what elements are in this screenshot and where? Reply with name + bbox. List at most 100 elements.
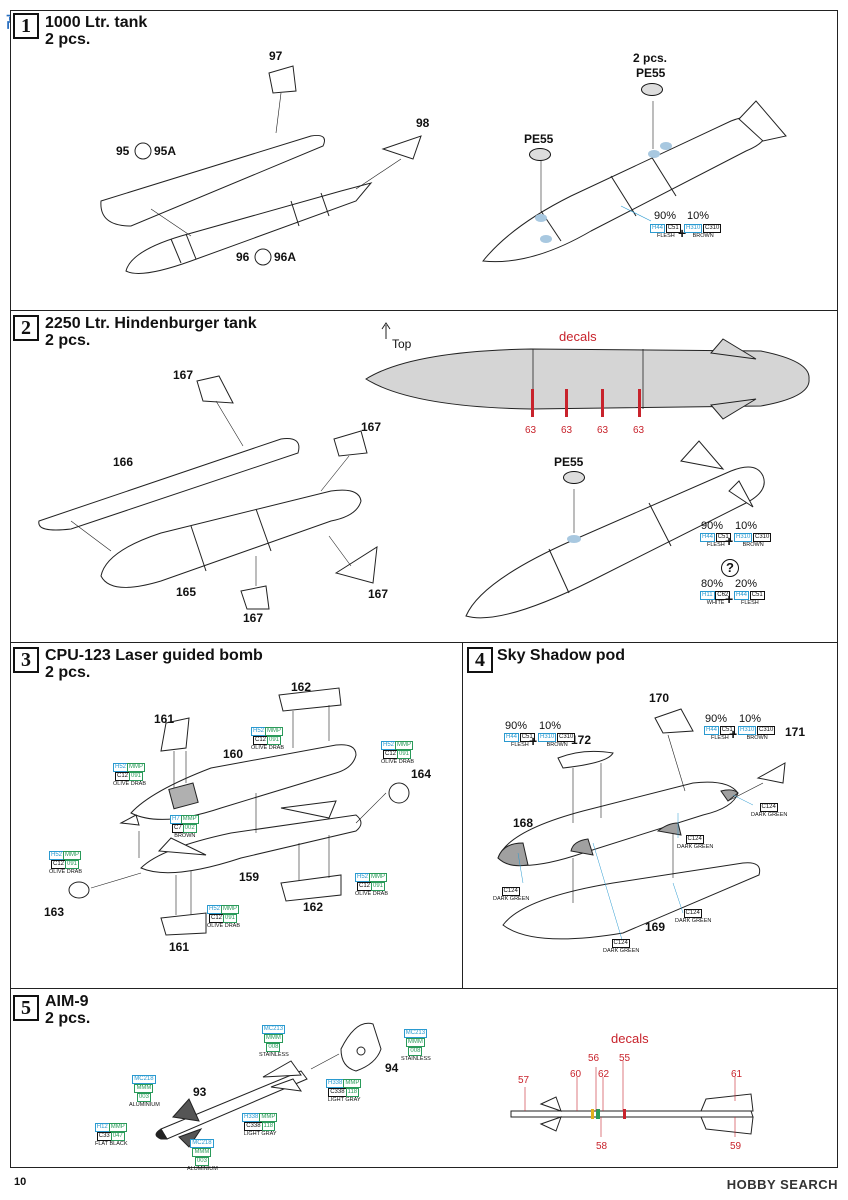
chip-c: C12 — [356, 882, 372, 891]
mix-left-pct-1: 90% — [505, 720, 528, 732]
step-3-number: 3 — [13, 647, 39, 673]
chip-h: H44 — [700, 533, 716, 542]
chip-m2: MMM — [405, 1038, 425, 1047]
step-1-panel: 1 1000 Ltr. tank 2 pcs. — [10, 10, 838, 312]
decal-63-b: 63 — [561, 425, 573, 436]
plus-sign: + — [729, 726, 738, 742]
step-4-panel: 4 Sky Shadow pod — [462, 642, 838, 990]
part-95: 95 — [116, 144, 130, 158]
chip-name: LIGHT GRAY — [327, 1097, 361, 1103]
chip-h: H338 — [242, 1113, 261, 1122]
chip-name: BROWN — [746, 735, 768, 741]
chip-h: H310 — [738, 726, 757, 735]
chip-name: BROWN — [692, 233, 714, 239]
chip-name: DARK GREEN — [675, 918, 712, 924]
chip-c: C12 — [382, 750, 398, 759]
chip-name: STAINLESS — [259, 1052, 289, 1058]
plus-sign: + — [529, 733, 538, 749]
mix-1-pct-b: 10% — [687, 210, 710, 222]
step-3-panel: 3 CPU-123 Laser guided bomb 2 pcs. — [10, 642, 464, 990]
chip-c: C12 — [252, 736, 268, 745]
pe-icon — [563, 471, 585, 484]
chip-m2: 091 — [223, 914, 238, 923]
part-169: 169 — [645, 920, 666, 934]
chip-h: H52 — [355, 873, 371, 882]
chip-c: C124 — [611, 939, 630, 948]
part-170: 170 — [649, 691, 670, 705]
chip-name: BROWN — [546, 742, 568, 748]
color-chip-flesh: H44 C51 FLESH — [650, 224, 681, 240]
chip-m: MC218 — [190, 1139, 214, 1148]
chip-h: H52 — [49, 851, 65, 860]
chip-c: C12 — [50, 860, 66, 869]
chip-m3: 003 — [194, 1157, 209, 1166]
pe-left-code: PE55 — [524, 132, 554, 146]
part-93: 93 — [193, 1085, 207, 1099]
color-chip-brown-r: H310 C310 BROWN — [738, 726, 776, 742]
color-chip-brown: H310 C310 BROWN — [734, 533, 772, 549]
chip-name: FLESH — [656, 233, 675, 239]
step-4-title-text: Sky Shadow pod — [497, 647, 626, 664]
part-161-b: 161 — [169, 940, 190, 954]
pe-left-icon — [529, 148, 551, 161]
chip-name: OLIVE DRAB — [49, 869, 83, 875]
chip-m2: 091 — [371, 882, 386, 891]
chip-m: MMP — [265, 727, 284, 736]
chip-h: H310 — [538, 733, 557, 742]
part-165: 165 — [176, 585, 197, 599]
decal-61: 61 — [731, 1069, 743, 1080]
color-chip-stainless-2: MC213 MMM 008 STAINLESS — [401, 1029, 431, 1063]
chip-m2: 091 — [65, 860, 80, 869]
chip-name: ALUMINIUM — [129, 1102, 160, 1108]
chip-c: C338 — [244, 1122, 263, 1131]
mix-left-pct-2: 10% — [539, 720, 562, 732]
decal-55: 55 — [619, 1053, 631, 1064]
color-chip-brown-l: H310 C310 BROWN — [538, 733, 576, 749]
chip-c: C310 — [757, 726, 776, 735]
mix-b-pct-1: 80% — [701, 578, 724, 590]
chip-m2: MMM — [263, 1034, 283, 1043]
chip-name: FLESH — [710, 735, 729, 741]
chip-name: OLIVE DRAB — [251, 745, 285, 751]
part-167-d: 167 — [368, 587, 389, 601]
color-chip-flesh-l: H44 C51 FLESH — [504, 733, 535, 749]
decal-63-a: 63 — [525, 425, 537, 436]
chip-m3: 003 — [136, 1093, 151, 1102]
chip-c: C51 — [749, 591, 765, 600]
pe-top-icon — [641, 83, 663, 96]
chip-c: C124 — [685, 835, 704, 844]
step-4-number: 4 — [467, 647, 493, 673]
watermark: HOBBY SEARCH — [726, 1177, 838, 1192]
part-168: 168 — [513, 816, 534, 830]
chip-name: LIGHT GRAY — [243, 1131, 277, 1137]
chip-h: H52 — [251, 727, 267, 736]
mix-1-pct-a: 90% — [654, 210, 677, 222]
chip-name: ALUMINIUM — [187, 1166, 218, 1172]
decal-57: 57 — [518, 1075, 530, 1086]
part-94: 94 — [385, 1061, 399, 1075]
chip-c: C310 — [753, 533, 772, 542]
chip-c: C12 — [114, 772, 130, 781]
chip-name: WHITE — [706, 600, 725, 606]
part-172: 172 — [571, 733, 592, 747]
chip-name: FLESH — [740, 600, 759, 606]
chip-m2: MMM — [192, 1148, 212, 1157]
chip-c: C124 — [501, 887, 520, 896]
chip-h: H44 — [504, 733, 520, 742]
chip-c: C124 — [759, 803, 778, 812]
part-167-a: 167 — [173, 368, 194, 382]
step-1-qty: 2 pcs. — [45, 31, 91, 48]
decals-label: decals — [611, 1031, 649, 1046]
chip-m2: 091 — [397, 750, 412, 759]
plus-sign: + — [725, 533, 734, 549]
part-167-b: 167 — [361, 420, 382, 434]
part-163: 163 — [44, 905, 65, 919]
